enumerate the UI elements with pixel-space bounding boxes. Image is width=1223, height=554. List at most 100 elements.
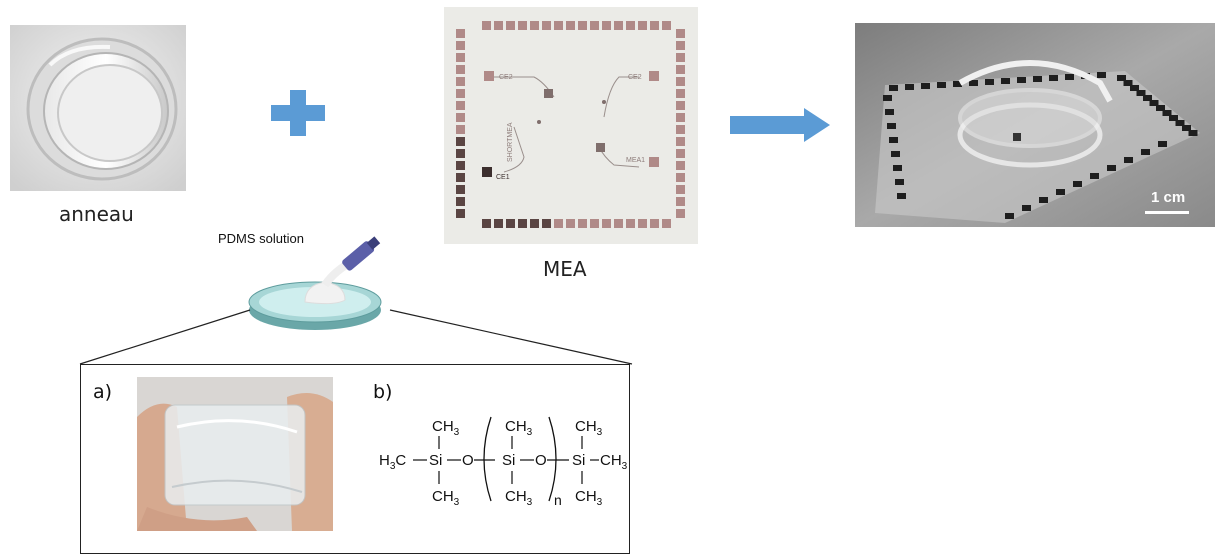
device-electrode-pad bbox=[883, 95, 892, 101]
mea-electrode-pad bbox=[554, 21, 563, 30]
device-electrode-pad bbox=[1124, 157, 1133, 163]
ch3-top-left: CH3 bbox=[432, 418, 460, 438]
si-left: Si bbox=[429, 452, 442, 469]
mea-electrode-pad bbox=[456, 113, 465, 122]
mea-electrode-pad bbox=[456, 149, 465, 158]
si-right: Si bbox=[572, 452, 585, 469]
device-photo: 1 cm bbox=[855, 23, 1215, 227]
mea-electrode-pad bbox=[506, 219, 515, 228]
mea-electrode-pad bbox=[676, 197, 685, 206]
device-electrode-pad bbox=[889, 137, 898, 143]
plus-icon bbox=[271, 90, 325, 136]
mea-electrode-pad bbox=[494, 21, 503, 30]
device-electrode-pad bbox=[1169, 115, 1178, 121]
mea-electrode-pad bbox=[676, 113, 685, 122]
pdms-dish-illustration bbox=[245, 230, 395, 332]
mea-electrode-pad bbox=[676, 209, 685, 218]
device-electrode-pad bbox=[1143, 95, 1152, 101]
device-electrode-pad bbox=[1033, 76, 1042, 82]
device-electrode-pad bbox=[1005, 213, 1014, 219]
device-electrode-pad bbox=[889, 85, 898, 91]
h3c-left: H3C bbox=[379, 452, 406, 472]
mea-electrode-pad bbox=[602, 21, 611, 30]
mea-electrode-pad bbox=[676, 125, 685, 134]
mea-electrode-pad bbox=[456, 101, 465, 110]
mea-electrode-pad bbox=[626, 219, 635, 228]
device-electrode-pad bbox=[1039, 197, 1048, 203]
device-electrode-pad bbox=[893, 165, 902, 171]
mea-electrode-pad bbox=[578, 21, 587, 30]
si-mid: Si bbox=[502, 452, 515, 469]
device-electrode-pad bbox=[1107, 165, 1116, 171]
device-electrode-pad bbox=[1022, 205, 1031, 211]
mea-electrode-pad bbox=[676, 89, 685, 98]
device-electrode-pad bbox=[1130, 85, 1139, 91]
device-electrode-pad bbox=[1001, 78, 1010, 84]
mea-electrode-pad bbox=[542, 21, 551, 30]
detail-box: a) b) CH3 H3C Si CH3 O CH3 Si CH3 bbox=[80, 364, 630, 554]
mea-electrode-pad bbox=[662, 219, 671, 228]
mea-electrode-pad bbox=[456, 197, 465, 206]
scale-bar-label: 1 cm bbox=[1151, 189, 1185, 206]
device-electrode-pad bbox=[953, 81, 962, 87]
device-electrode-pad bbox=[1141, 149, 1150, 155]
mea-electrode-pad bbox=[456, 41, 465, 50]
panel-label-b: b) bbox=[373, 381, 393, 403]
mea-electrode-pad bbox=[530, 219, 539, 228]
mea-electrode-pad bbox=[650, 219, 659, 228]
ch3-top-right: CH3 bbox=[575, 418, 603, 438]
zoom-lines bbox=[79, 309, 633, 365]
mea-electrode-pad bbox=[676, 137, 685, 146]
mea-electrode-pad bbox=[638, 219, 647, 228]
ch3-bottom-left: CH3 bbox=[432, 488, 460, 508]
mea-electrode-pad bbox=[578, 219, 587, 228]
mea-electrode-pad bbox=[482, 219, 491, 228]
mea-electrode-pad bbox=[590, 219, 599, 228]
mea-electrode-pad bbox=[456, 137, 465, 146]
repeat-n: n bbox=[554, 492, 562, 508]
device-electrode-pad bbox=[921, 83, 930, 89]
device-electrode-pad bbox=[1123, 80, 1133, 86]
device-electrode-pad bbox=[1158, 141, 1167, 147]
mea-label-ce2: CE2 bbox=[499, 74, 513, 81]
device-electrode-pad bbox=[1156, 105, 1165, 111]
mea-electrode-pad bbox=[456, 29, 465, 38]
device-electrode-pad bbox=[1117, 75, 1126, 81]
pdms-film-photo bbox=[137, 377, 333, 531]
mea-electrode-pad bbox=[602, 219, 611, 228]
device-electrode-pad bbox=[1149, 100, 1159, 106]
device-electrode-pad bbox=[1065, 74, 1074, 80]
mea-electrode-pad bbox=[650, 21, 659, 30]
mea-caption: MEA bbox=[543, 257, 587, 281]
mea-electrode-pad bbox=[530, 21, 539, 30]
mea-electrode-pad bbox=[676, 65, 685, 74]
device-electrode-pad bbox=[1049, 75, 1058, 81]
mea-electrode-pad bbox=[456, 209, 465, 218]
mea-electrode-pad bbox=[614, 219, 623, 228]
oxygen-left: O bbox=[462, 452, 474, 469]
mea-electrode-pad bbox=[676, 101, 685, 110]
mea-electrode-pad bbox=[456, 161, 465, 170]
mea-electrode-pad bbox=[566, 219, 575, 228]
device-electrode-pad bbox=[895, 179, 904, 185]
mea-electrode-pad bbox=[626, 21, 635, 30]
mea-electrode-pad bbox=[456, 53, 465, 62]
mea-electrode-pad bbox=[506, 21, 515, 30]
device-electrode-pad bbox=[937, 82, 946, 88]
panel-label-a: a) bbox=[93, 381, 113, 403]
mea-electrode-pad bbox=[676, 77, 685, 86]
mea-electrode-pad bbox=[638, 21, 647, 30]
device-electrode-pad bbox=[1056, 189, 1065, 195]
device-electrode-pad bbox=[969, 80, 978, 86]
device-electrode-pad bbox=[1136, 90, 1146, 96]
mea-label-ce1: CE1 bbox=[496, 174, 510, 181]
ring-caption: anneau bbox=[59, 202, 134, 226]
mea-electrode-pad bbox=[676, 161, 685, 170]
device-electrode-pad bbox=[1090, 173, 1099, 179]
mea-electrode-pad bbox=[494, 219, 503, 228]
mea-label-ce2b: CE2 bbox=[628, 74, 642, 81]
device-electrode-pad bbox=[1073, 181, 1082, 187]
mea-electrode-pad bbox=[456, 185, 465, 194]
pdms-structural-formula: CH3 H3C Si CH3 O CH3 Si CH3 O n CH3 Si C… bbox=[379, 416, 628, 508]
ch3-bottom-mid: CH3 bbox=[505, 488, 533, 508]
